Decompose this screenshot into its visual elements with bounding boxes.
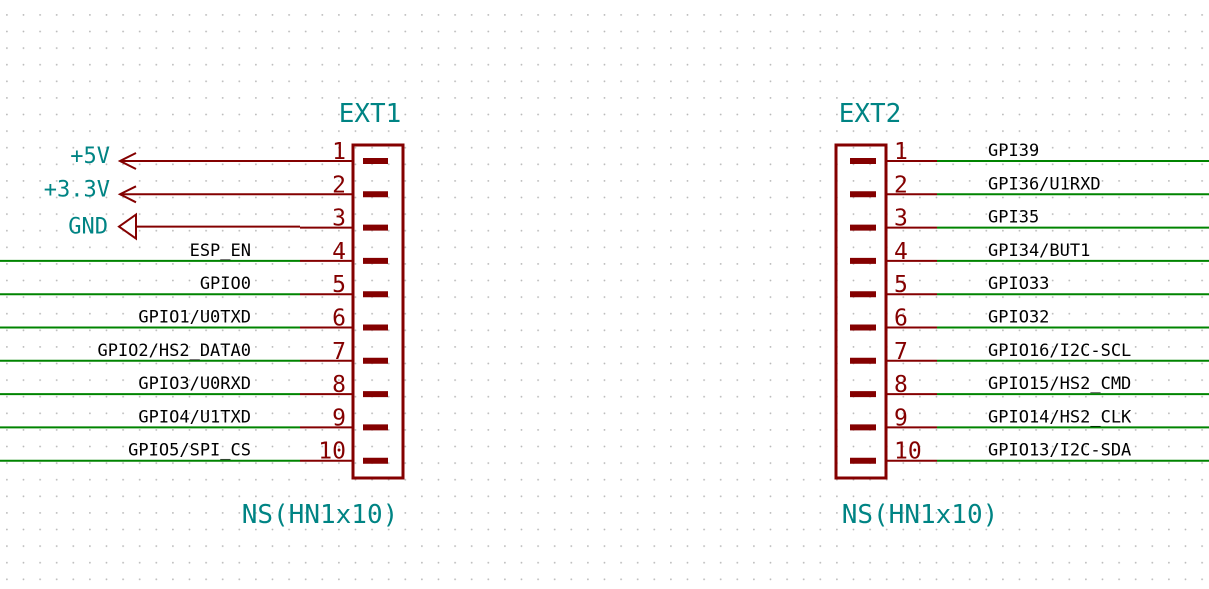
ext1-pin-9-number: 9 (332, 405, 346, 431)
ext2-pin-2-number: 2 (894, 172, 908, 198)
connector-ext1-body (351, 143, 405, 480)
net-label[interactable]: GPIO3/U0RXD (138, 374, 251, 394)
connector-ext2-body (834, 143, 888, 480)
net-label[interactable]: GPIO2/HS2_DATA0 (97, 341, 251, 361)
power-arrow-icon (117, 185, 137, 204)
net-label[interactable]: GPIO5/SPI_CS (128, 441, 251, 461)
net-label[interactable]: GPIO15/HS2_CMD (988, 374, 1131, 394)
connector-ext2[interactable]: EXT2 1 GPI39 2 GPI36/U1RXD 3 GPI35 4 GPI34/BUT1… (834, 99, 1209, 530)
net-label[interactable]: GPIO13/I2C-SDA (988, 441, 1131, 461)
connector-ext2-value: NS(HN1x10) (842, 500, 999, 530)
connector-ext2-reference: EXT2 (839, 99, 902, 129)
ext2-pin-3-number: 3 (894, 206, 908, 232)
net-label[interactable]: GPIO0 (200, 274, 251, 294)
power-net-label[interactable]: +5V (70, 144, 110, 169)
power-net-label[interactable]: +3.3V (44, 177, 110, 202)
ext1-pin-2-number: 2 (332, 172, 346, 198)
ext1-pin-4-number: 4 (332, 239, 346, 265)
ext2-pin-6-number: 6 (894, 306, 908, 332)
ext1-pin-7-number: 7 (332, 339, 346, 365)
connector-ext1-value: NS(HN1x10) (242, 500, 399, 530)
net-label[interactable]: GPI35 (988, 208, 1039, 228)
ext2-pin-5-number: 5 (894, 272, 908, 298)
ext1-pin-8-number: 8 (332, 372, 346, 398)
net-label[interactable]: ESP_EN (190, 241, 251, 261)
net-label[interactable]: GPIO32 (988, 308, 1049, 328)
power-arrow-icon (117, 152, 137, 170)
ext2-pin-9-number: 9 (894, 405, 908, 431)
net-label[interactable]: GPIO1/U0TXD (138, 308, 251, 328)
ext1-pin-3-number: 3 (332, 206, 346, 232)
ext2-pin-4-number: 4 (894, 239, 908, 265)
net-label[interactable]: GPIO33 (988, 274, 1049, 294)
net-label[interactable]: GPI34/BUT1 (988, 241, 1090, 261)
net-label[interactable]: GPI39 (988, 141, 1039, 161)
net-label[interactable]: GPIO4/U1TXD (138, 407, 251, 427)
ext2-pin-10-number: 10 (894, 439, 922, 465)
ext1-pin-6-number: 6 (332, 306, 346, 332)
ext1-pin-1-number: 1 (332, 139, 346, 165)
ext2-pin-1-number: 1 (894, 139, 908, 165)
ground-net-label[interactable]: GND (68, 215, 108, 240)
net-label[interactable]: GPIO14/HS2_CLK (988, 407, 1132, 427)
ext2-pin-7-number: 7 (894, 339, 908, 365)
ground-symbol-icon (117, 212, 137, 241)
ext2-pin-8-number: 8 (894, 372, 908, 398)
net-label[interactable]: GPIO16/I2C-SCL (988, 341, 1131, 361)
connector-ext1[interactable]: EXT1 1 +5V 2 +3.3V 3 GND 4 ESP_EN 5 GPIO0 6 GPIO1/U… (0, 99, 405, 530)
ext1-pin-10-number: 10 (318, 439, 346, 465)
connector-ext1-reference: EXT1 (339, 99, 402, 129)
net-label[interactable]: GPI36/U1RXD (988, 174, 1101, 194)
ext1-pin-5-number: 5 (332, 272, 346, 298)
